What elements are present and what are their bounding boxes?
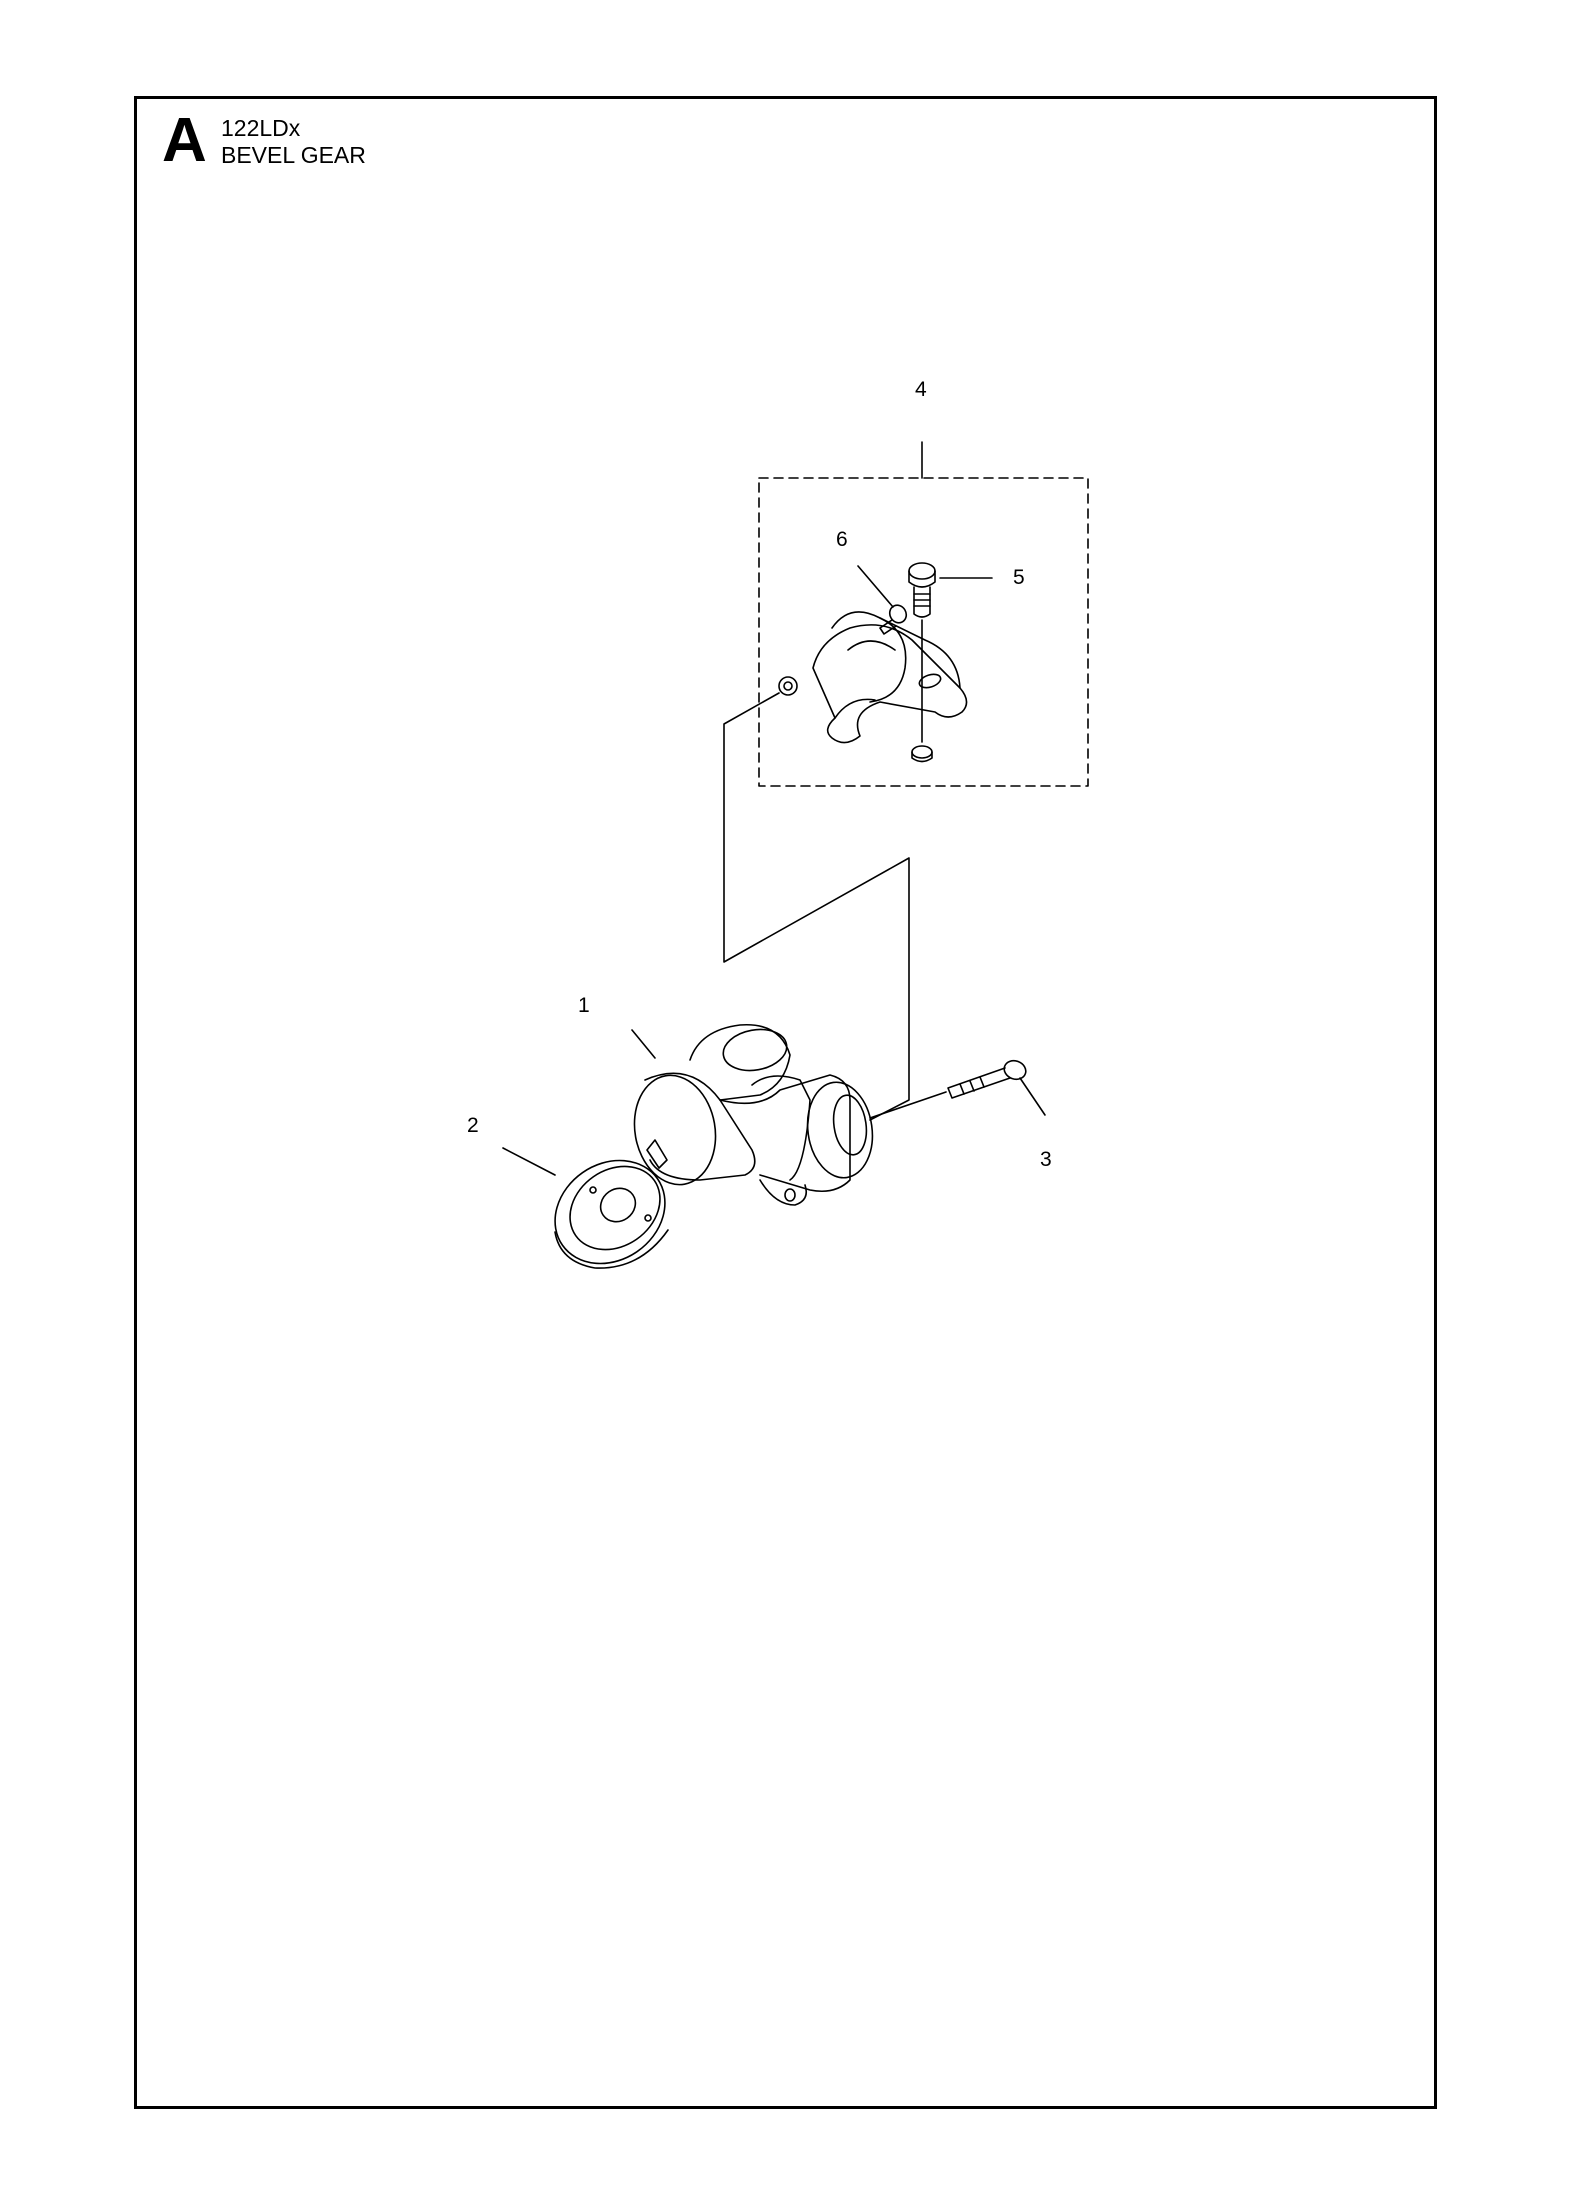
support-cup xyxy=(502,1147,669,1269)
callout-1: 1 xyxy=(578,994,590,1017)
bevel-gear-housing xyxy=(631,1023,874,1206)
callout-6: 6 xyxy=(836,528,848,551)
clamp-bracket xyxy=(812,611,968,744)
screw-3 xyxy=(869,1059,1046,1119)
callout-3: 3 xyxy=(1040,1148,1052,1171)
page-frame xyxy=(134,96,1437,2109)
model-name: 122LDx xyxy=(221,115,301,141)
assembly-lines xyxy=(723,692,910,1121)
callout-5: 5 xyxy=(1013,566,1025,589)
diagram-title: BEVEL GEAR xyxy=(221,142,366,168)
nut-lower xyxy=(911,745,933,763)
callout-2: 2 xyxy=(467,1114,479,1137)
section-letter: A xyxy=(162,106,207,175)
gear-shaft xyxy=(646,1139,668,1169)
screw-5 xyxy=(908,562,993,743)
screw-6 xyxy=(857,565,908,635)
nut-left xyxy=(778,676,798,696)
callout-4: 4 xyxy=(915,378,927,401)
kit-dashed-box xyxy=(758,477,1089,787)
